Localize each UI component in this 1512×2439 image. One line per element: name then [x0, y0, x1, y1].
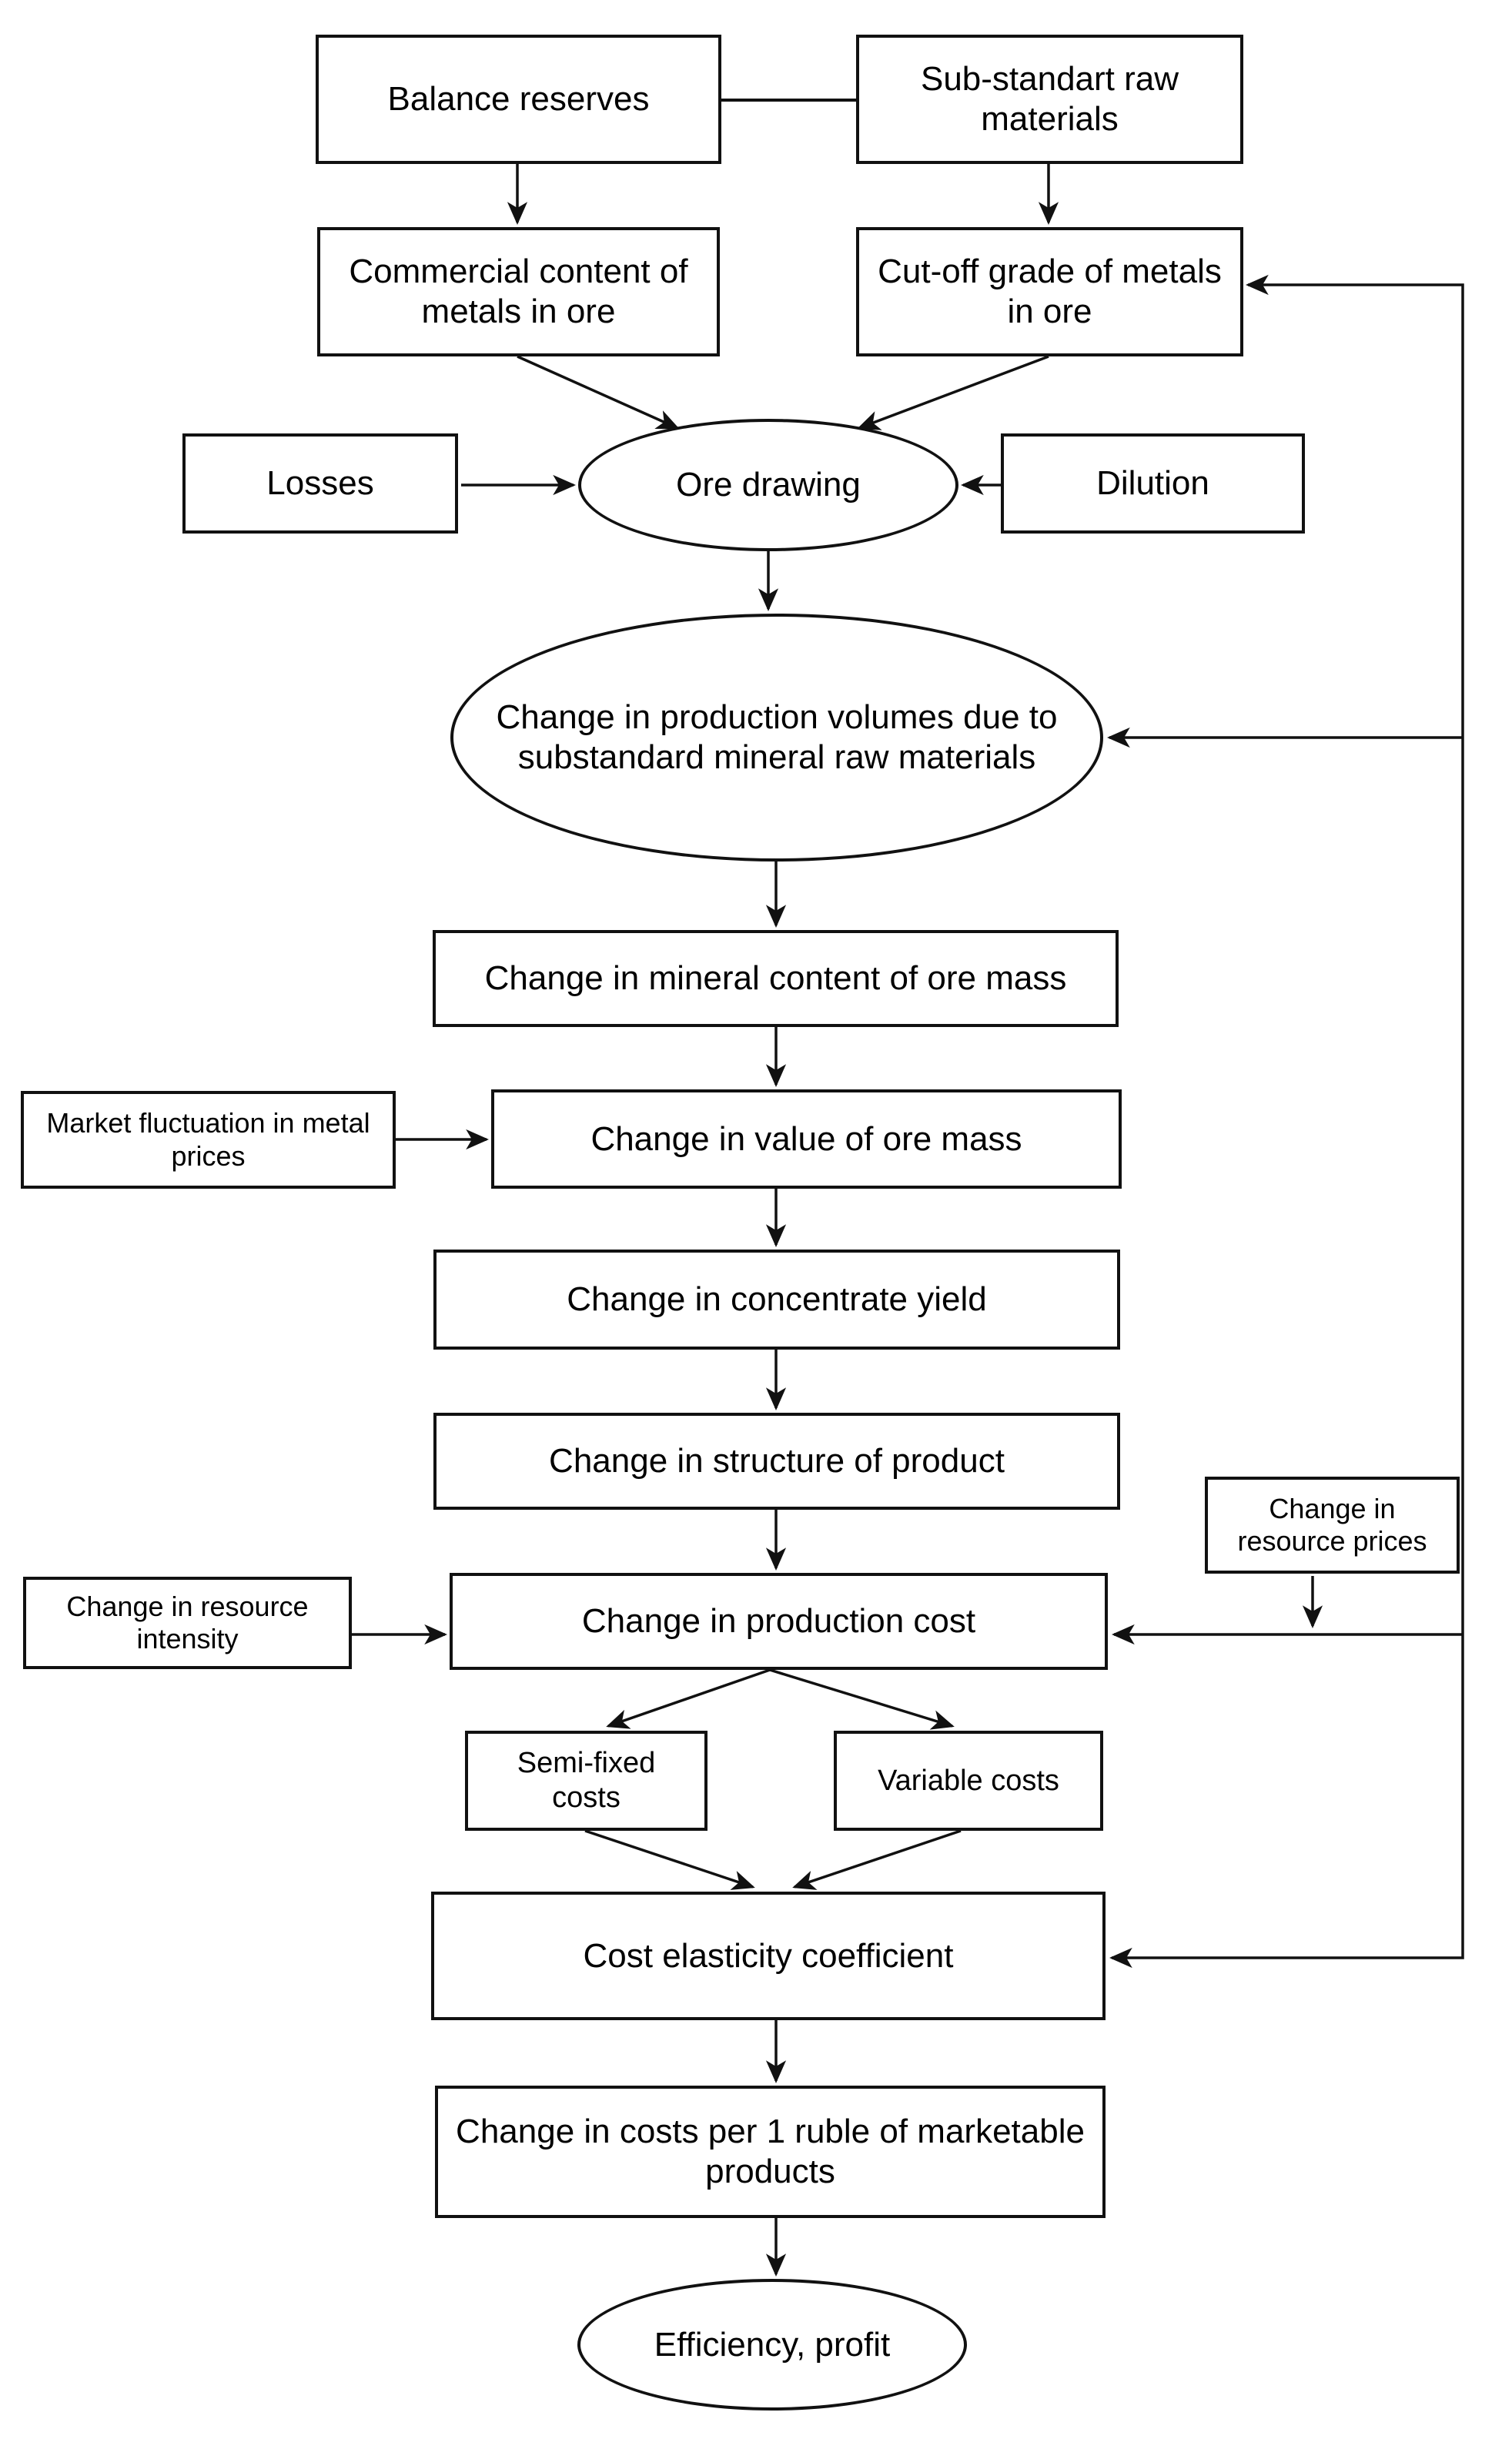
edge-prodcost-variable — [769, 1668, 955, 1730]
node-commercial-content: Commercial content of metals in ore — [317, 227, 720, 356]
node-resource-intensity: Change in resource intensity — [23, 1577, 352, 1669]
node-value-ore-mass: Change in value of ore mass — [491, 1089, 1122, 1189]
node-losses: Losses — [182, 433, 458, 534]
node-semi-fixed-costs: Semi-fixed costs — [465, 1731, 707, 1831]
node-dilution: Dilution — [1001, 433, 1305, 534]
edge-prodcost-semifixed — [606, 1668, 771, 1729]
node-costs-per-ruble: Change in costs per 1 ruble of marketabl… — [435, 2086, 1106, 2218]
node-mineral-content: Change in mineral content of ore mass — [433, 930, 1119, 1027]
node-substandard-raw-materials: Sub-standart raw materials — [856, 35, 1243, 164]
node-resource-prices: Change in resource prices — [1205, 1477, 1460, 1574]
node-production-volumes: Change in production volumes due to subs… — [450, 614, 1103, 862]
edge-variable-elasticity — [792, 1829, 962, 1890]
node-concentrate-yield: Change in concentrate yield — [433, 1250, 1120, 1350]
node-market-fluctuation: Market fluctuation in metal prices — [21, 1091, 396, 1189]
node-efficiency-profit: Efficiency, profit — [577, 2279, 967, 2411]
node-variable-costs: Variable costs — [834, 1731, 1103, 1831]
node-ore-drawing: Ore drawing — [578, 419, 958, 551]
node-cutoff-grade: Cut-off grade of metals in ore — [856, 227, 1243, 356]
node-structure-product: Change in structure of product — [433, 1413, 1120, 1510]
node-cost-elasticity: Cost elasticity coefficient — [431, 1892, 1106, 2020]
node-balance-reserves: Balance reserves — [316, 35, 721, 164]
node-production-cost: Change in production cost — [450, 1573, 1108, 1670]
edge-semifixed-elasticity — [584, 1829, 755, 1890]
edge-cutoff-ore — [857, 355, 1049, 430]
feedback-rail — [1109, 274, 1464, 1969]
edge-commercial-ore — [517, 355, 680, 430]
